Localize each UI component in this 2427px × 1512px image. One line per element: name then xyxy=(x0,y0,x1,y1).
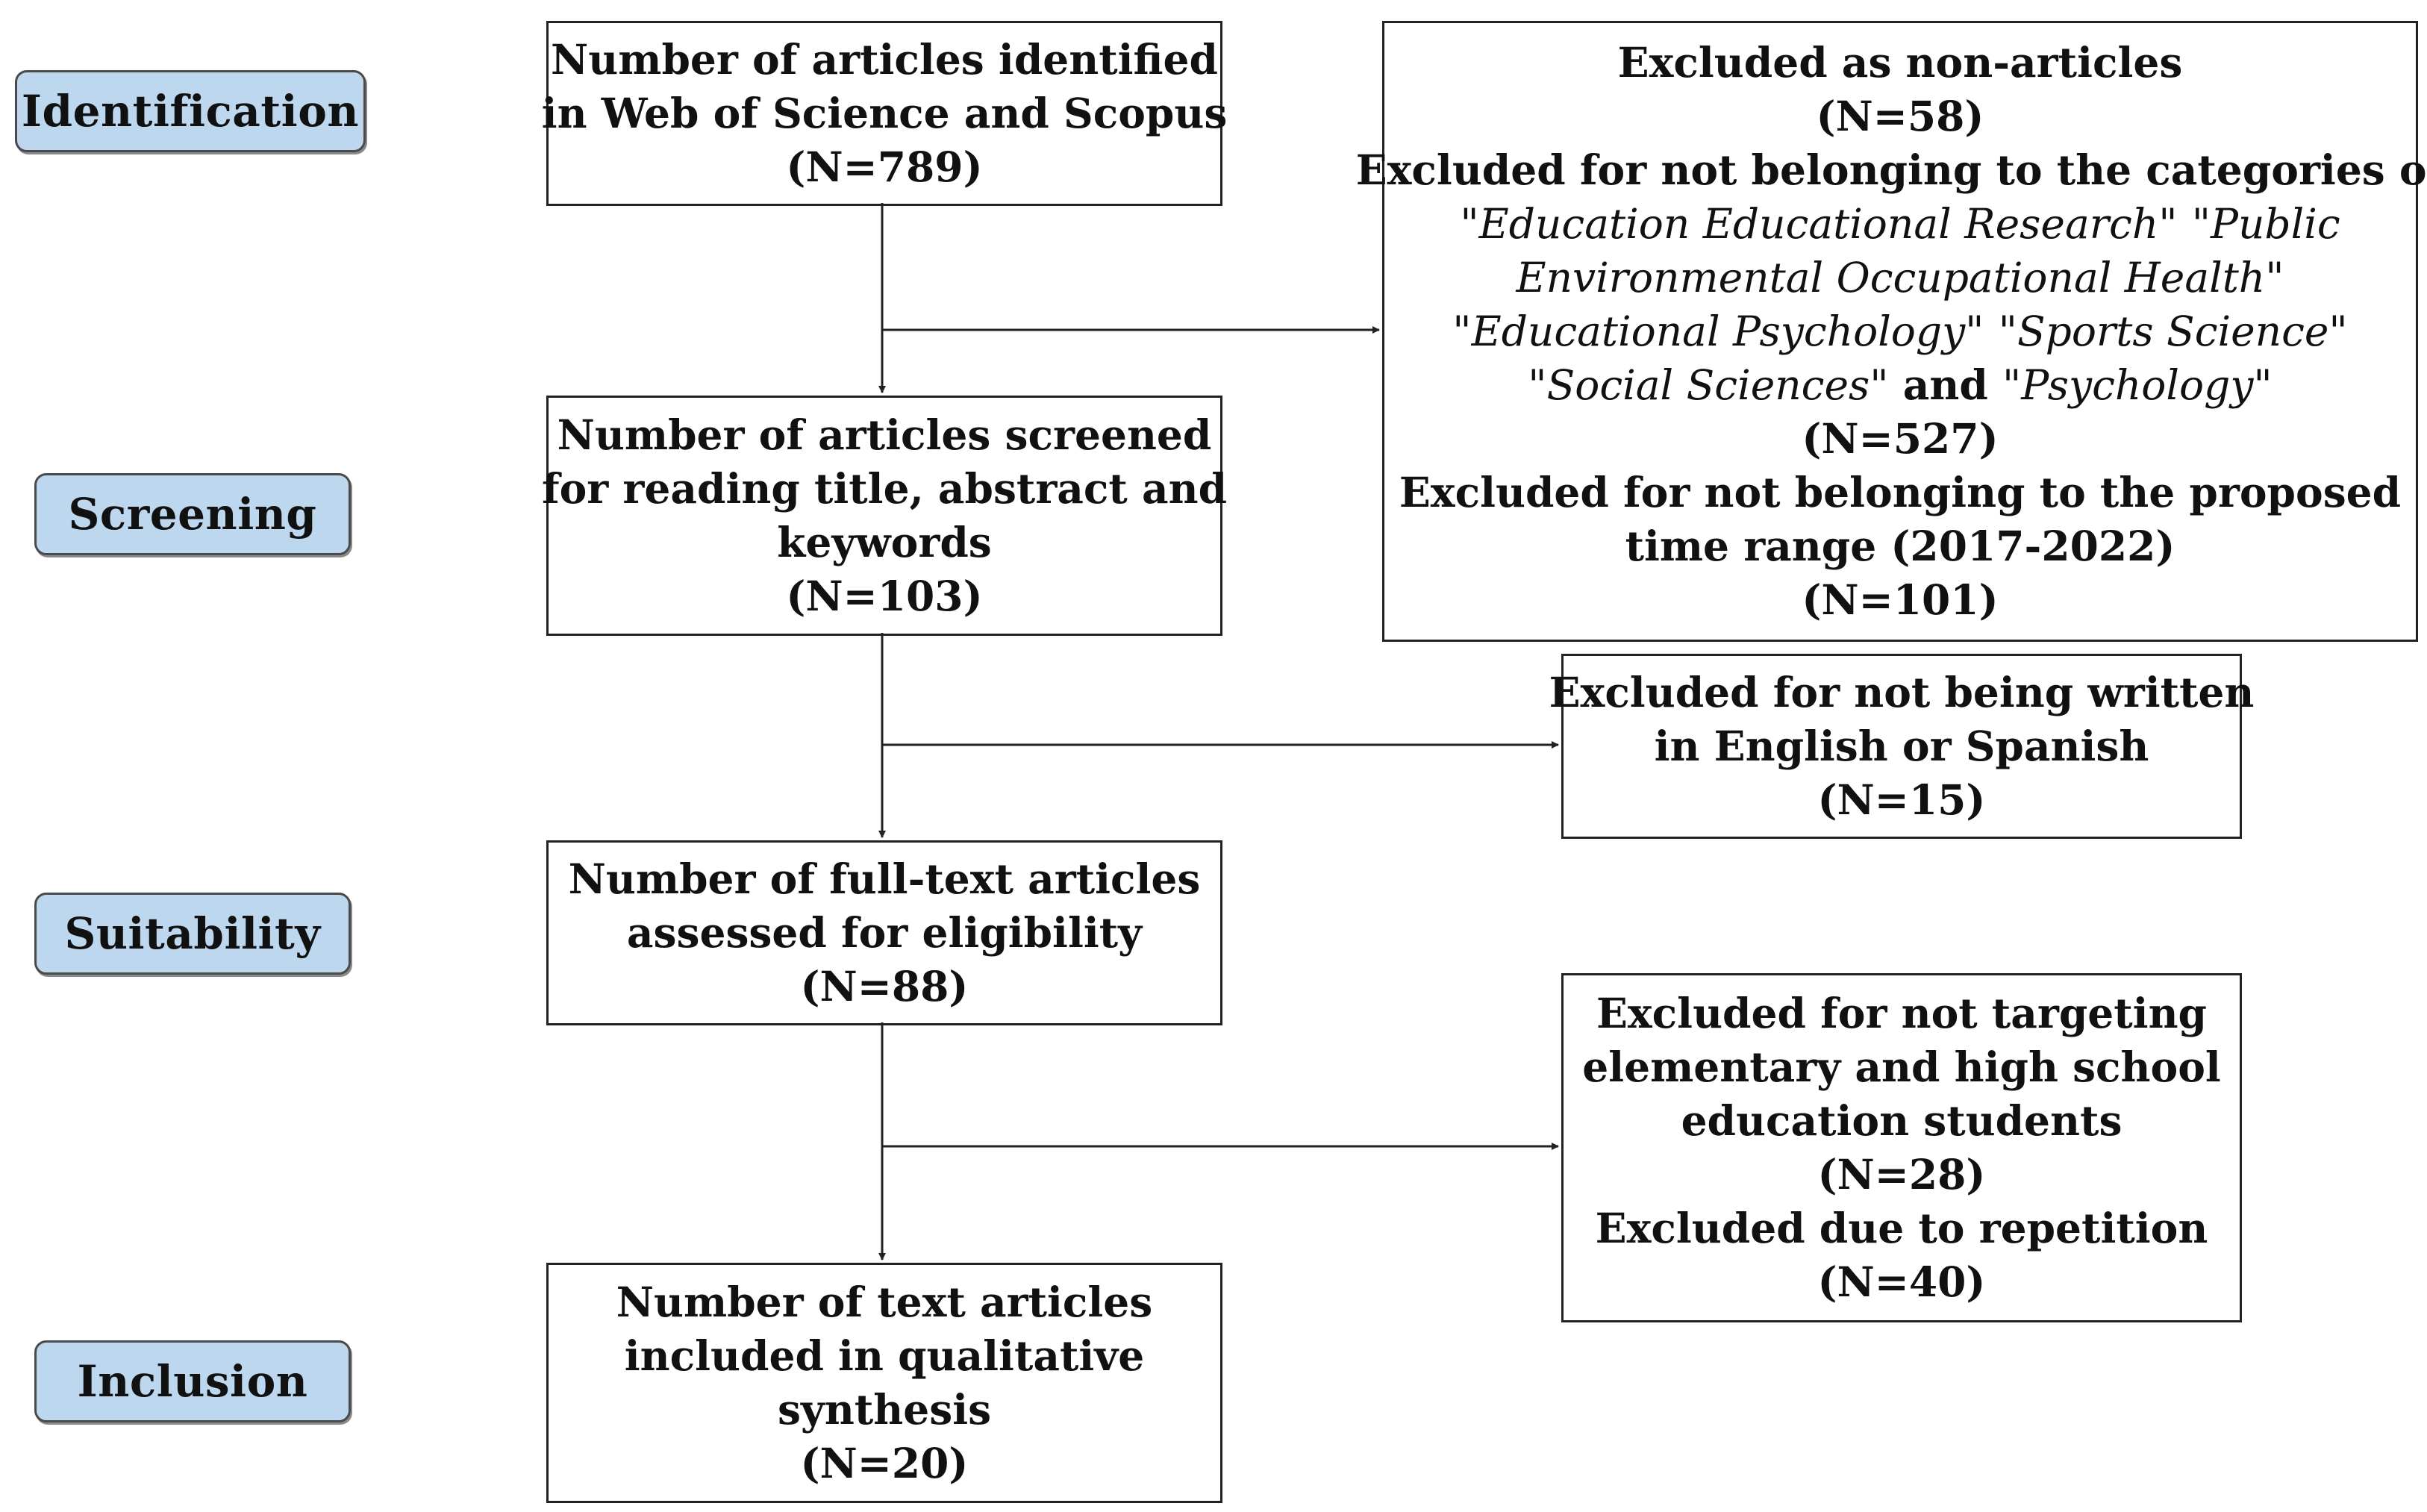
category-education-research: "Education Educational Research" xyxy=(1460,200,2178,248)
fulltext-line1: Number of full-text articles xyxy=(568,855,1201,903)
included-line2: included in qualitative xyxy=(624,1331,1145,1380)
targeting-count: (N=28) xyxy=(1817,1150,1986,1199)
fulltext-box: Number of full-text articles assessed fo… xyxy=(546,840,1222,1025)
fulltext-line2: assessed for eligibility xyxy=(626,908,1143,957)
fulltext-count: (N=88) xyxy=(800,962,969,1010)
screened-count: (N=103) xyxy=(786,572,983,620)
included-line3: synthesis xyxy=(777,1385,992,1434)
stage-suitability: Suitability xyxy=(34,893,351,975)
categories-line4: "Social Sciences" and "Psychology" xyxy=(1528,358,2272,412)
stage-screening: Screening xyxy=(34,473,351,555)
stage-identification: Identification xyxy=(15,70,366,152)
excluded-first-box: Excluded as non-articles (N=58) Excluded… xyxy=(1356,21,2427,642)
excluded-time-count: (N=101) xyxy=(1802,575,1999,624)
targeting-line3: education students xyxy=(1681,1096,2123,1145)
category-public: "Public xyxy=(2191,200,2340,248)
targeting-line2: elementary and high school xyxy=(1582,1043,2221,1091)
screened-line3: keywords xyxy=(777,518,992,566)
flow-arrows xyxy=(878,203,1559,1260)
categories-line1: "Education Educational Research" "Public xyxy=(1460,197,2340,251)
screened-line2: for reading title, abstract and xyxy=(541,464,1228,513)
included-line1: Number of text articles xyxy=(616,1278,1153,1326)
screened-box: Number of articles screened for reading … xyxy=(542,396,1227,636)
language-count: (N=15) xyxy=(1817,775,1986,824)
repetition-count: (N=40) xyxy=(1817,1258,1986,1306)
included-box: Number of text articles included in qual… xyxy=(546,1263,1222,1503)
excluded-categories-count: (N=527) xyxy=(1802,414,1999,463)
identified-line1: Number of articles identified xyxy=(551,35,1218,84)
identified-count: (N=789) xyxy=(786,143,983,191)
excluded-targeting-box: Excluded for not targeting elementary an… xyxy=(1561,973,2242,1322)
targeting-line1: Excluded for not targeting xyxy=(1596,989,2208,1037)
repetition-line: Excluded due to repetition xyxy=(1595,1204,2208,1252)
excluded-nonarticles-count: (N=58) xyxy=(1816,92,1984,140)
excluded-time-line1: Excluded for not belonging to the propos… xyxy=(1399,468,2402,516)
category-social-sciences: "Social Sciences" xyxy=(1528,361,1889,409)
language-line2: in English or Spanish xyxy=(1654,722,2149,770)
included-count: (N=20) xyxy=(800,1439,969,1487)
categories-line3: "Educational Psychology" "Sports Science… xyxy=(1452,304,2347,358)
category-psychology: "Psychology" xyxy=(2002,361,2273,409)
excluded-nonarticles: Excluded as non-articles xyxy=(1617,38,2183,87)
stage-inclusion: Inclusion xyxy=(34,1340,351,1422)
identified-box: Number of articles identified in Web of … xyxy=(542,21,1227,206)
categories-and: and xyxy=(1902,360,1988,409)
identified-line2: in Web of Science and Scopus xyxy=(541,89,1228,137)
category-sports-science: "Sports Science" xyxy=(1998,307,2348,355)
screened-line1: Number of articles screened xyxy=(557,410,1212,459)
category-environmental-health: Environmental Occupational Health" xyxy=(1516,254,2284,302)
excluded-categories-intro: Excluded for not belonging to the catego… xyxy=(1355,146,2427,194)
excluded-language-box: Excluded for not being written in Englis… xyxy=(1549,654,2254,839)
excluded-time-line2: time range (2017-2022) xyxy=(1625,522,2175,570)
category-educational-psychology: "Educational Psychology" xyxy=(1452,307,1984,355)
language-line1: Excluded for not being written xyxy=(1549,668,2255,716)
